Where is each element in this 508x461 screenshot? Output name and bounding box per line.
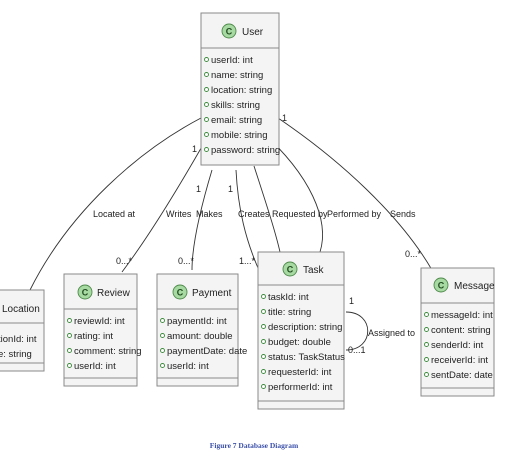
payment-attr-0: paymentId: int [167,316,227,327]
user-class-name: User [242,27,264,38]
message-attr-2: senderId: int [431,340,484,351]
review-attr-2: comment: string [74,346,142,357]
task-attr-0: taskId: int [268,292,309,303]
review-attr-1: rating: int [74,331,113,342]
class-payment: C Payment paymentId: int amount: double … [156,273,247,387]
mult-payment-many: 0...* [178,256,195,266]
task-class-name: Task [303,265,325,276]
message-attr-4: sentDate: date [431,370,493,381]
task-attr-2: description: string [268,322,342,333]
multiplicities: 1 1 1 1 0...* 0...* 1...* 0...* 1 0...1 [116,113,422,355]
edge-located-at [29,117,202,291]
edge-sends [277,117,433,271]
label-located-at: Located at [93,209,136,219]
svg-text:C: C [82,288,89,298]
task-attr-4: status: TaskStatus [268,352,345,363]
label-creates: Creates [238,209,270,219]
user-attr-3: skills: string [211,100,260,111]
mult-review-many: 0...* [116,256,133,266]
user-attr-5: mobile: string [211,130,268,141]
label-sends: Sends [390,209,416,219]
class-location: Location tionId: int e: string [0,289,45,372]
task-attr-3: budget: double [268,337,331,348]
relationship-labels: Located at Writes Makes Creates Requeste… [93,209,416,338]
payment-box [156,273,239,387]
label-requested-by: Requested by [272,209,328,219]
edge-makes [191,169,213,271]
class-badge-icon [221,23,237,39]
label-performed-by: Performed by [327,209,382,219]
user-box [200,12,280,166]
review-attr-3: userId: int [74,361,116,372]
message-box [420,267,495,397]
mult-user-creates: 1 [228,184,233,194]
class-badge-letter: C [226,27,233,37]
class-message: C Message messageId: int content: string… [420,267,495,397]
class-badge-icon [433,277,449,293]
edge-requested-by [253,165,281,253]
task-attr-6: performerId: int [268,382,333,393]
mult-user-makes: 1 [196,184,201,194]
label-writes: Writes [166,209,192,219]
svg-text:C: C [287,265,294,275]
mult-user-writes: 1 [192,144,197,154]
class-user: C User userId: int name: string location… [200,12,280,166]
message-class-name: Message [454,281,495,292]
figure-caption: Figure 7 Database Diagram [209,441,299,450]
user-attr-0: userId: int [211,55,253,66]
class-task: C Task taskId: int title: string descrip… [257,251,345,410]
svg-text:C: C [438,281,445,291]
user-attr-1: name: string [211,70,263,81]
label-makes: Makes [196,209,223,219]
mult-message-many: 0...* [405,249,422,259]
message-attr-3: receiverId: int [431,355,488,366]
location-attr-0: tionId: int [0,334,37,345]
class-badge-icon [172,284,188,300]
payment-class-name: Payment [192,288,232,299]
task-attr-5: requesterId: int [268,367,332,378]
user-attr-6: password: string [211,145,280,156]
edge-creates [235,169,259,269]
review-attr-0: reviewId: int [74,316,125,327]
mult-self-many: 0...1 [348,345,366,355]
class-badge-icon [77,284,93,300]
message-attr-1: content: string [431,325,491,336]
task-attr-1: title: string [268,307,311,318]
mult-task-many: 1...* [239,256,256,266]
payment-attr-1: amount: double [167,331,233,342]
location-attr-1: e: string [0,349,32,360]
class-badge-icon [282,261,298,277]
location-box [0,289,45,372]
user-attr-4: email: string [211,115,262,126]
label-assigned-to: Assigned to [368,328,415,338]
review-class-name: Review [97,288,131,299]
class-review: C Review reviewId: int rating: int comme… [63,273,142,387]
edge-writes [121,142,205,273]
message-attr-0: messageId: int [431,310,493,321]
mult-self-one: 1 [349,296,354,306]
svg-text:C: C [177,288,184,298]
edge-assigned-to [345,311,369,351]
mult-user-sends: 1 [282,113,287,123]
location-class-name: Location [2,304,40,315]
review-box [63,273,138,387]
payment-attr-3: userId: int [167,361,209,372]
payment-attr-2: paymentDate: date [167,346,247,357]
user-attributes: userId: int name: string location: strin… [204,55,280,156]
task-box [257,251,345,410]
user-attr-2: location: string [211,85,272,96]
